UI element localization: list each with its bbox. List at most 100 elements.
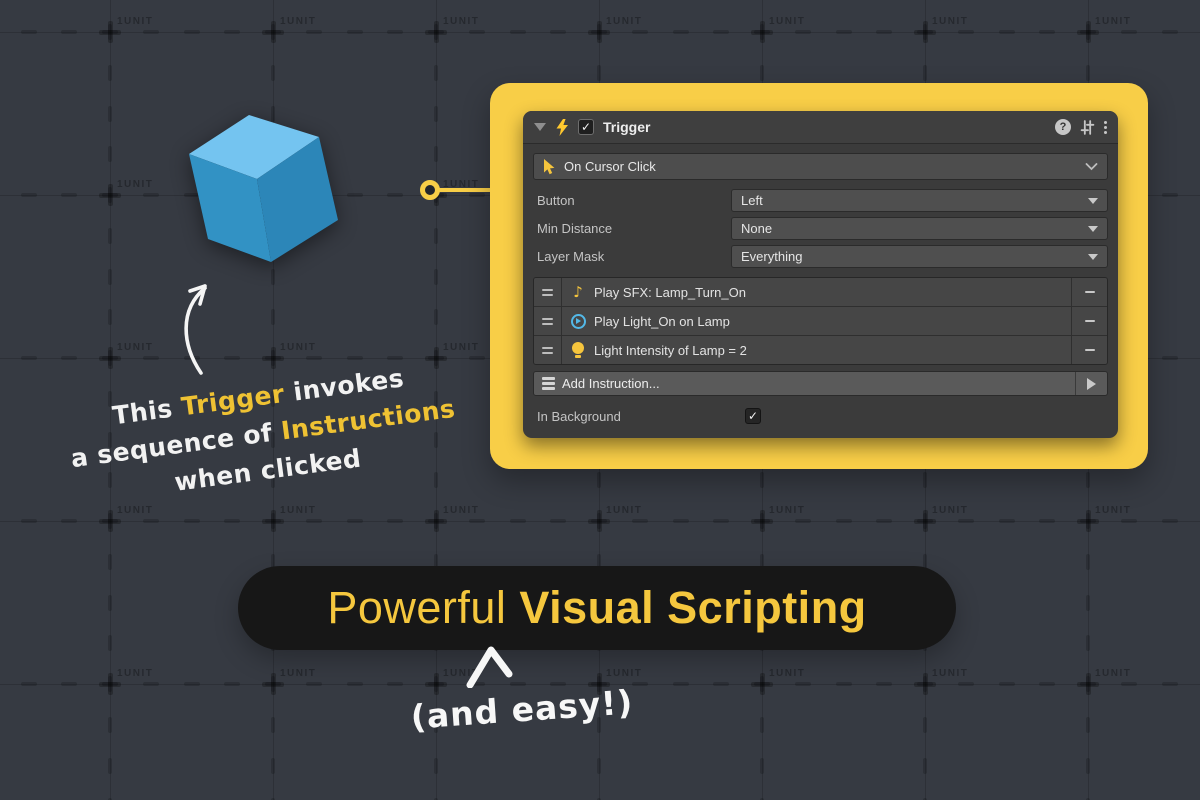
instruction-list: ♪ Play SFX: Lamp_Turn_On Play Light_On o… [533,277,1108,365]
dropdown-arrow-icon [1088,197,1098,204]
grid-mark [387,519,404,523]
grid-mark [108,472,112,489]
grid-mark [794,519,811,523]
grid-mark [271,757,275,774]
grid-mark [270,510,276,532]
layer-mask-dropdown[interactable]: Everything [731,245,1108,268]
grid-mark [596,510,602,532]
drag-handle-icon[interactable] [534,307,562,335]
banner-text-regular: Powerful [327,582,507,633]
instruction-label: Play Light_On on Lamp [594,313,730,329]
component-enabled-checkbox[interactable]: ✓ [578,119,594,135]
grid-mark [923,553,927,570]
grid-unit-label: 1UNIT [280,342,317,353]
grid-mark [1080,682,1096,686]
grid-mark [270,347,276,369]
add-instruction-label: Add Instruction... [562,376,660,391]
grid-mark [1085,673,1091,695]
grid-unit-label: 1UNIT [932,16,969,27]
grid-mark [917,30,933,34]
grid-mark [588,518,610,524]
property-label: Min Distance [537,221,613,236]
grid-mark [20,682,37,686]
grid-mark [108,309,112,326]
cube-illustration [189,115,338,262]
min-distance-dropdown[interactable]: None [731,217,1108,240]
grid-mark [957,519,974,523]
property-value: Everything [741,249,803,264]
grid-mark [425,518,447,524]
cube-left-face [189,154,271,262]
grid-mark [794,30,811,34]
expand-arrow-cell[interactable] [1075,372,1107,395]
cube-top-face [189,115,319,179]
trigger-inspector: ✓ Trigger ? On Cursor Click [523,111,1118,438]
grid-mark [102,682,118,686]
in-background-row: In Background ✓ [533,407,1108,425]
grid-mark [107,21,113,43]
grid-mark [346,193,363,197]
grid-mark [835,30,852,34]
grid-mark [142,30,159,34]
event-dropdown[interactable]: On Cursor Click [533,153,1108,180]
grid-unit-label: 1UNIT [443,16,480,27]
presets-icon[interactable] [1080,119,1095,135]
more-options-icon[interactable] [1104,120,1107,134]
grid-mark [597,553,601,570]
connector-line [438,188,498,192]
grid-mark [550,682,567,686]
grid-mark [108,24,112,40]
cube-right-face [257,137,338,262]
grid-mark [1161,356,1178,360]
grid-mark [509,519,526,523]
dropdown-arrow-icon [1088,225,1098,232]
grid-mark [591,30,607,34]
grid-mark [434,798,438,800]
remove-instruction-button[interactable] [1071,278,1107,306]
grid-mark [271,105,275,122]
grid-mark [107,347,113,369]
grid-mark [271,309,275,326]
grid-mark [183,519,200,523]
banner-pill: Powerful Visual Scripting [238,566,956,650]
grid-mark [923,472,927,489]
drag-handle-icon[interactable] [534,336,562,364]
dropdown-arrow-icon [1088,253,1098,260]
grid-mark [1086,676,1090,692]
inspector-body: On Cursor Click Button Left Min Distance [523,144,1118,425]
grid-unit-label: 1UNIT [117,16,154,27]
property-label: Button [537,193,575,208]
grid-mark [1086,594,1090,611]
remove-instruction-button[interactable] [1071,336,1107,364]
grid-mark [387,356,404,360]
help-icon[interactable]: ? [1055,119,1071,135]
foldout-arrow-icon[interactable] [534,123,546,131]
grid-mark [468,193,485,197]
grid-mark [305,30,322,34]
grid-mark [998,519,1015,523]
chevron-down-icon [1085,162,1098,170]
grid-mark [631,30,648,34]
grid-mark [183,30,200,34]
grid-mark [109,0,111,800]
grid-mark [914,681,936,687]
grid-unit-label: 1UNIT [769,505,806,516]
add-instruction-button[interactable]: Add Instruction... [533,371,1108,396]
grid-mark [672,30,689,34]
grid-mark [271,64,275,81]
grid-mark [271,553,275,570]
grid-mark [1161,519,1178,523]
grid-mark [591,519,607,523]
remove-instruction-button[interactable] [1071,307,1107,335]
grid-mark [754,30,770,34]
grid-mark [1080,30,1096,34]
drag-handle-icon[interactable] [534,278,562,306]
grid-mark [597,676,601,692]
in-background-checkbox[interactable]: ✓ [745,408,761,424]
banner-text-bold: Visual Scripting [519,582,867,633]
grid-unit-label: 1UNIT [443,668,480,679]
grid-mark [142,682,159,686]
button-dropdown[interactable]: Left [731,189,1108,212]
grid-mark [425,29,447,35]
grid-mark [1085,21,1091,43]
